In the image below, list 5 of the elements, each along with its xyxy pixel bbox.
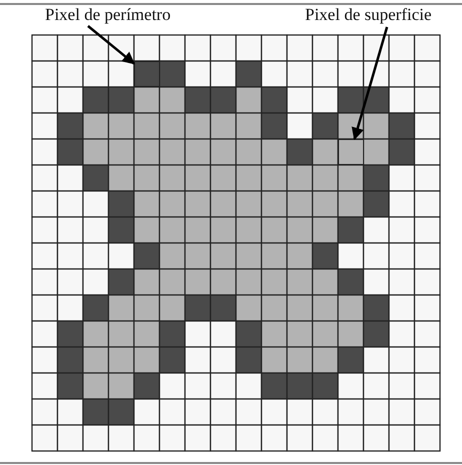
callout-label: Pixel de perímetro	[45, 5, 171, 25]
pixel-cell	[134, 61, 160, 87]
callout-label: Pixel de superficie	[305, 5, 432, 25]
leader-arrow	[87, 25, 135, 65]
pixel-cell	[338, 139, 364, 165]
